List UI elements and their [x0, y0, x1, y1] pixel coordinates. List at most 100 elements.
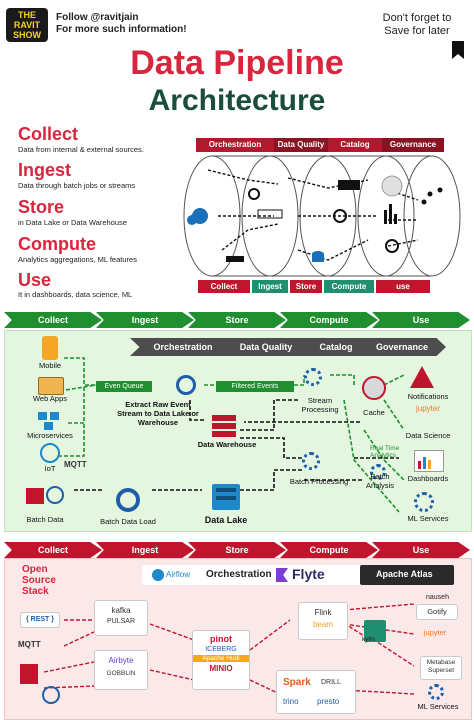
ingest-airbyte-gobblin-box: Airbyte GOBBLIN [94, 650, 148, 690]
stream-processing-label: Stream Processing [301, 396, 339, 414]
oss-jupyter-label: jupyter [423, 628, 447, 637]
data-warehouse-icon [212, 415, 236, 437]
extract-raw-label: Extract Raw Event Stream to Data Lake or… [117, 400, 199, 427]
pipeline-tunnel-illustration [183, 155, 461, 277]
bookmark-icon [452, 41, 464, 59]
follow-subtitle: For more such information! [56, 24, 187, 35]
jupyter-logo: jupyter [415, 404, 440, 413]
ml-services-icon [414, 492, 434, 512]
iot-icon [40, 443, 60, 463]
ravit-show-logo: THE RAVIT SHOW [6, 8, 48, 42]
open-source-title: Open Source Stack [22, 564, 56, 597]
follow-handle: Follow @ravitjain [56, 12, 139, 23]
rest-source: { REST } [20, 612, 60, 628]
gov-governance: Governance [375, 342, 429, 352]
dashboards-icon [414, 450, 444, 472]
stage-use-name: Use [18, 270, 52, 290]
save-line2: Save for later [384, 25, 450, 37]
apache-atlas-badge [360, 565, 454, 585]
gov-catalog: Catalog [319, 342, 353, 352]
apache-atlas-label: Apache Atlas [376, 569, 433, 579]
trino-label: trino [283, 697, 299, 706]
iceberg-label: ICEBERG [205, 646, 237, 653]
data-warehouse-label: Data Warehouse [197, 440, 257, 449]
flow-compute: Compute [280, 312, 378, 328]
nauseh-label: nauseh [426, 594, 449, 601]
flow-ingest: Ingest [96, 312, 194, 328]
oss-ml-icon [428, 684, 444, 700]
stage-use-desc: It in dashboards, data science, ML [18, 290, 133, 299]
use-data-science: Data Science [405, 431, 451, 440]
oss-flow-collect: Collect [4, 542, 102, 558]
batch-processing-label: Batch Processing [289, 477, 349, 486]
flow-connectors [58, 357, 405, 513]
gov-orchestration: Orchestration [153, 342, 213, 352]
stage-store-name: Store [18, 197, 65, 217]
ingest-kafka-pulsar-box: kafka PULSAR [94, 600, 148, 636]
source-microservices: Microservices [27, 431, 73, 440]
follow-text: Follow @ravitjain For more such informat… [56, 12, 187, 36]
data-lake-icon [212, 484, 240, 510]
batch-analysis-icon [370, 464, 386, 480]
stream-processing-icon [304, 368, 322, 386]
save-reminder: Don't forget to Save for later [362, 12, 472, 38]
flow-use: Use [372, 312, 470, 328]
batch-load-gear-icon [116, 488, 140, 512]
airflow-label: Airflow [166, 570, 191, 579]
gobblin-label: GOBBLIN [106, 670, 136, 677]
microservices-icon [38, 412, 60, 430]
beam-label: beam [312, 620, 333, 629]
kylin-icon [364, 620, 386, 642]
mqtt-source: MQTT [18, 640, 41, 649]
metabase-label: Metabase [426, 659, 456, 666]
batch-analysis-label: Batch Analysis [366, 472, 394, 490]
stage-compute-desc: Analytics aggregations, ML features [18, 255, 137, 264]
flow-collect: Collect [4, 312, 102, 328]
kafka-label: kafka [111, 606, 131, 615]
flink-label: Flink [314, 608, 332, 617]
oss-file-icon [20, 664, 38, 684]
hudi-label: Apache Hudi [193, 655, 249, 662]
save-line1: Don't forget to [382, 12, 452, 24]
oss-flow-compute: Compute [280, 542, 378, 558]
band-collect: Collect [198, 280, 250, 293]
band-compute: Compute [324, 280, 374, 293]
source-web-apps: Web Apps [32, 394, 68, 403]
gov-data-quality: Data Quality [239, 342, 293, 352]
page-title-line2: Architecture [148, 84, 326, 117]
pinot-label: pinot [210, 634, 232, 644]
flow-store: Store [188, 312, 286, 328]
mqtt-label-middle: MQTT [64, 460, 87, 469]
logo-text: THE RAVIT SHOW [13, 10, 41, 40]
band-catalog: Catalog [328, 138, 382, 152]
web-apps-icon [38, 377, 64, 395]
spark-label: Spark [283, 677, 311, 688]
batch-data-icon [26, 484, 66, 512]
stage-compute-name: Compute [18, 234, 96, 254]
batch-processing-icon [302, 452, 320, 470]
stage-collect-name: Collect [18, 124, 79, 144]
store-tools-box: pinot ICEBERG Apache Hudi MINIO [192, 630, 250, 690]
filtered-events-pill: Filtered Events [216, 381, 294, 392]
oss-flow-ingest: Ingest [96, 542, 194, 558]
flyte-label: Flyte [292, 566, 325, 582]
stage-ingest-name: Ingest [18, 160, 72, 180]
oss-ml-services: ML Services [417, 702, 459, 711]
stage-store-desc: in Data Lake or Data Warehouse [18, 218, 127, 227]
real-time-analytics-label: Real Time Analytics [370, 445, 400, 459]
oss-orchestration-label: Orchestration [206, 569, 272, 580]
stage-collect-desc: Data from internal & external sources. [18, 145, 144, 154]
presto-label: presto [317, 697, 340, 706]
source-batch-data: Batch Data [26, 515, 64, 524]
band-use: use [376, 280, 430, 293]
band-store: Store [290, 280, 322, 293]
governance-bar: Orchestration Data Quality Catalog Gover… [130, 338, 446, 356]
use-dashboards: Dashboards [407, 474, 449, 483]
stage-ingest-desc: Data through batch jobs or streams [18, 181, 136, 190]
metabase-superset-box: Metabase Superset [420, 656, 462, 680]
page-title-line1: Data Pipeline [130, 44, 344, 82]
band-ingest: Ingest [252, 280, 288, 293]
band-data-quality: Data Quality [274, 138, 328, 152]
oss-orchestration-bar [142, 565, 362, 585]
batch-data-load-label: Batch Data Load [100, 517, 156, 526]
